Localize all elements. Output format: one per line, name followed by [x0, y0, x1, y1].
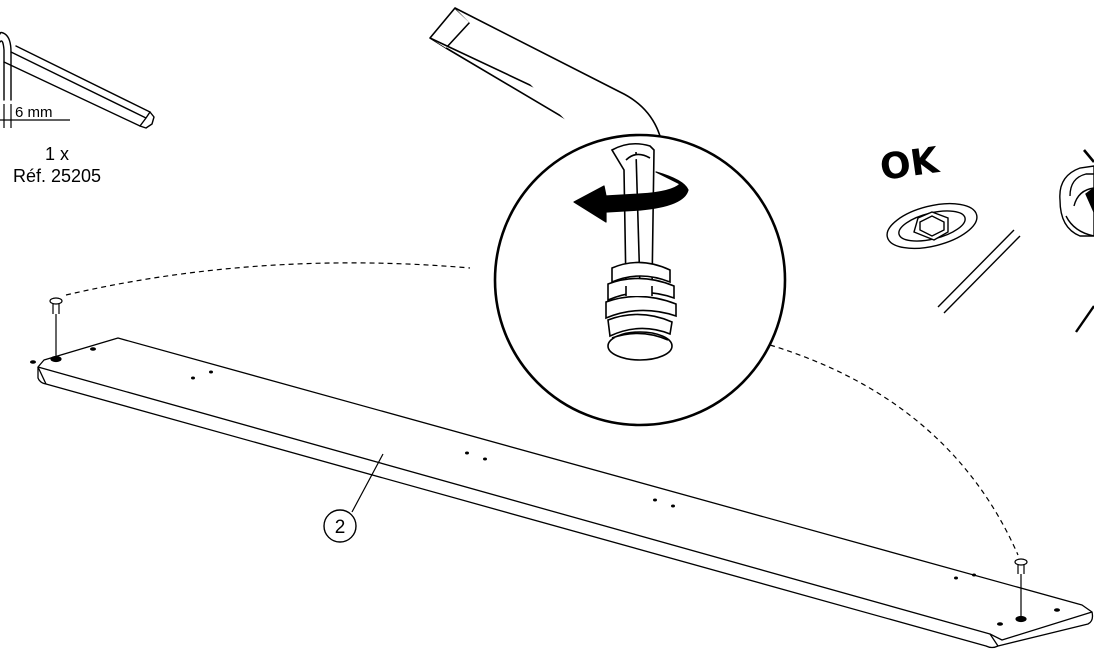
tool-quantity-label: 1 x [45, 144, 69, 164]
detail-zoom-circle [429, 7, 787, 427]
divider-slash [937, 229, 1021, 314]
protruding-screw-not-ok-icon [1059, 149, 1094, 333]
part-number-label: 2 [335, 517, 346, 538]
part-number-circle [323, 509, 357, 543]
screw-right-icon [1014, 558, 1028, 623]
guide-curve-right [769, 344, 1019, 556]
part-leader-line [351, 453, 384, 513]
tool-size-label: 6 mm [15, 104, 53, 121]
flush-screw-ok-icon [886, 202, 978, 250]
panel-holes [30, 347, 1060, 626]
threaded-insert-icon [605, 261, 677, 361]
rotation-arrow-icon [573, 171, 689, 223]
ok-label: OK [878, 140, 943, 189]
guide-curve-left [65, 262, 471, 296]
screw-left-icon [49, 297, 63, 363]
tool-reference-label: Réf. 25205 [13, 166, 101, 186]
allen-key-icon [0, 31, 155, 129]
size-dimension-marker [0, 104, 70, 128]
